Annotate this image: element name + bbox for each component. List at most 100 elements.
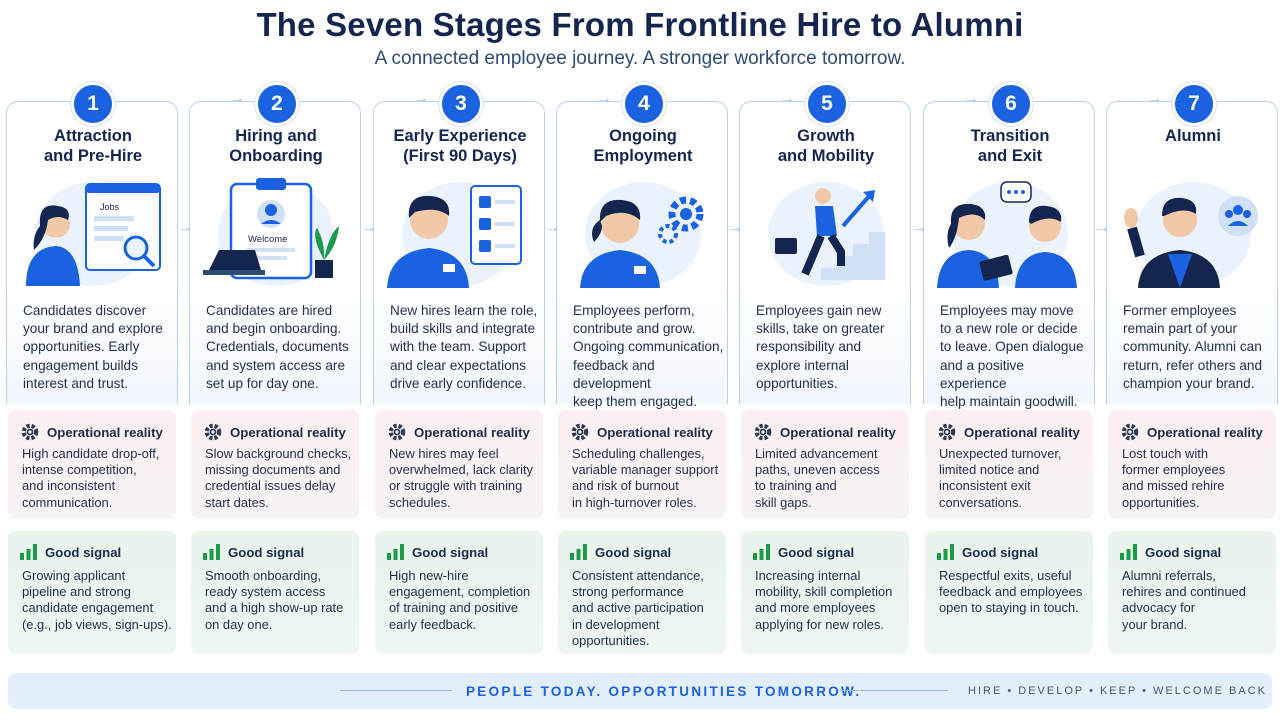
operational-reality-header: Operational reality [1120,422,1263,442]
job-search-icon: Jobs [18,176,168,288]
operational-line: credential issues delay [205,478,336,494]
footer-divider-right [840,690,948,691]
stage-title: Alumni [1112,126,1274,146]
description-line: return, refer others and [1123,357,1263,373]
gear-icon [387,422,407,442]
operational-reality-box [741,410,909,519]
good-signal-line: ready system access [205,584,326,600]
good-signal-line: Smooth onboarding, [205,568,322,583]
stage-title-line: Onboarding [229,147,323,165]
operational-reality-header: Operational reality [387,422,530,442]
good-signal-line: (e.g., job views, sign-ups). [22,616,172,632]
operational-line: schedules. [389,494,451,510]
stage-1: 1 Attraction and Pre-Hire Jobs Candidate… [6,0,178,660]
stage-title: Hiring and Onboarding [195,126,357,166]
arrow-right-icon: → [596,90,612,107]
stage-description: New hires learn the role,build skills an… [390,302,542,393]
good-signal-text: Consistent attendance,strong performance… [572,568,728,649]
bar-chart-icon [20,544,38,560]
good-signal-line: on day one. [205,616,273,632]
description-line: to a new role or decide [940,321,1078,337]
operational-reality-text: High candidate drop-off,intense competit… [22,446,176,511]
operational-line: inconsistent exit [939,478,1031,494]
good-signal-line: early feedback. [389,616,477,632]
stage-3: 3 Early Experience (First 90 Days) New h… [373,0,545,660]
arrow-right-icon: → [963,90,979,107]
bar-chart-icon [387,544,405,560]
good-signal-header: Good signal [1120,544,1221,560]
good-signal-label: Good signal [412,544,489,560]
stage-title-line: Attraction [54,127,132,145]
description-line: to leave. Open dialogue [940,339,1084,355]
operational-line: Lost touch with [1122,446,1208,461]
operational-reality-label: Operational reality [597,424,713,440]
page-subtitle: A connected employee journey. A stronger… [374,48,906,69]
operational-line: variable manager support [572,462,719,478]
gear-icon [20,422,40,442]
bar-chart-icon [1120,544,1138,560]
gear-icon [937,422,957,442]
operational-reality-header: Operational reality [753,422,896,442]
operational-line: overwhelmed, lack clarity [389,462,533,478]
operational-reality-label: Operational reality [1147,424,1263,440]
good-signal-label: Good signal [778,544,855,560]
operational-line: or struggle with training [389,478,523,494]
stairs-growth-icon [751,176,901,288]
stage-number-badge: 1 [71,82,115,126]
stage-number-badge: 4 [622,82,666,126]
jobs-label: Jobs [100,202,120,212]
good-signal-line: and a high show-up rate [205,600,344,616]
description-line: responsibility and [756,339,862,355]
waving-alumni-icon [1118,176,1268,288]
stage-title-line: Ongoing [609,127,677,145]
operational-reality-label: Operational reality [780,424,896,440]
good-signal-line: Growing applicant [22,568,126,583]
footer-cycle: HIRE • DEVELOP • KEEP • WELCOME BACK [968,685,1267,697]
good-signal-line: engagement, completion [389,584,531,600]
description-line: opportunities. [756,375,838,391]
good-signal-header: Good signal [20,544,121,560]
good-signal-line: pipeline and strong [22,584,131,600]
description-line: Employees may move [940,303,1074,318]
stage-number-badge: 2 [255,82,299,126]
description-line: with the team. Support [390,339,527,355]
good-signal-label: Good signal [962,544,1039,560]
stage-title-line: Employment [593,147,693,165]
description-line: and begin onboarding. [206,321,342,337]
arrow-right-icon: → [779,90,795,107]
operational-reality-box [925,410,1093,519]
stage-title-line: and Pre-Hire [43,147,143,165]
good-signal-line: and active participation [572,600,704,616]
operational-line: conversations. [939,494,1023,510]
description-line: Former employees [1123,303,1237,318]
description-line: feedback and development [573,357,655,391]
operational-reality-header: Operational reality [570,422,713,442]
operational-reality-box [191,410,359,519]
good-signal-label: Good signal [595,544,672,560]
gear-icon [203,422,223,442]
description-line: community. Alumni can [1123,339,1262,355]
operational-line: limited notice and [939,462,1040,478]
stage-number-badge: 5 [805,82,849,126]
description-line: New hires learn the role, [390,303,538,318]
description-line: Candidates discover [23,303,147,318]
stage-title: Early Experience (First 90 Days) [379,126,541,166]
operational-reality-box [8,410,176,519]
good-signal-label: Good signal [228,544,305,560]
stage-number-badge: 6 [989,82,1033,126]
good-signal-line: Consistent attendance, [572,568,704,583]
good-signal-header: Good signal [387,544,488,560]
operational-line: skill gaps. [755,494,812,510]
operational-line: Scheduling challenges, [572,446,705,461]
description-line: champion your brand. [1123,375,1255,391]
stage-title-line: Transition [970,127,1050,145]
